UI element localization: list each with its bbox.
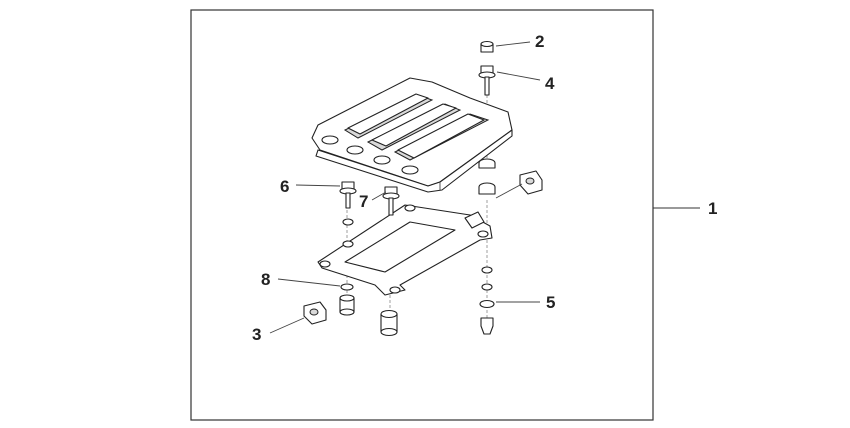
callout-2: 2 xyxy=(535,32,544,51)
callout-6: 6 xyxy=(280,177,289,196)
rubber-block-part-3 xyxy=(303,301,327,325)
leader-lines xyxy=(269,41,541,334)
flange-bolt-part-4 xyxy=(478,65,496,96)
base-plate xyxy=(317,204,493,296)
callout-3: 3 xyxy=(252,325,261,344)
collar-part-8 xyxy=(339,283,355,316)
carrier-rack xyxy=(311,77,513,193)
diagram-frame xyxy=(190,9,654,421)
callout-4: 4 xyxy=(545,74,555,93)
callout-1: 1 xyxy=(708,199,717,218)
bolt-part-6 xyxy=(339,181,357,248)
callout-5: 5 xyxy=(546,293,555,312)
callout-7: 7 xyxy=(359,192,368,211)
rubber-mount-stack-right xyxy=(478,158,496,335)
callout-8: 8 xyxy=(261,270,270,289)
bolt-part-7 xyxy=(382,186,400,216)
spacer-collar xyxy=(380,309,398,337)
cap-nut-part-2 xyxy=(480,40,494,53)
rubber-block-right xyxy=(519,170,543,195)
